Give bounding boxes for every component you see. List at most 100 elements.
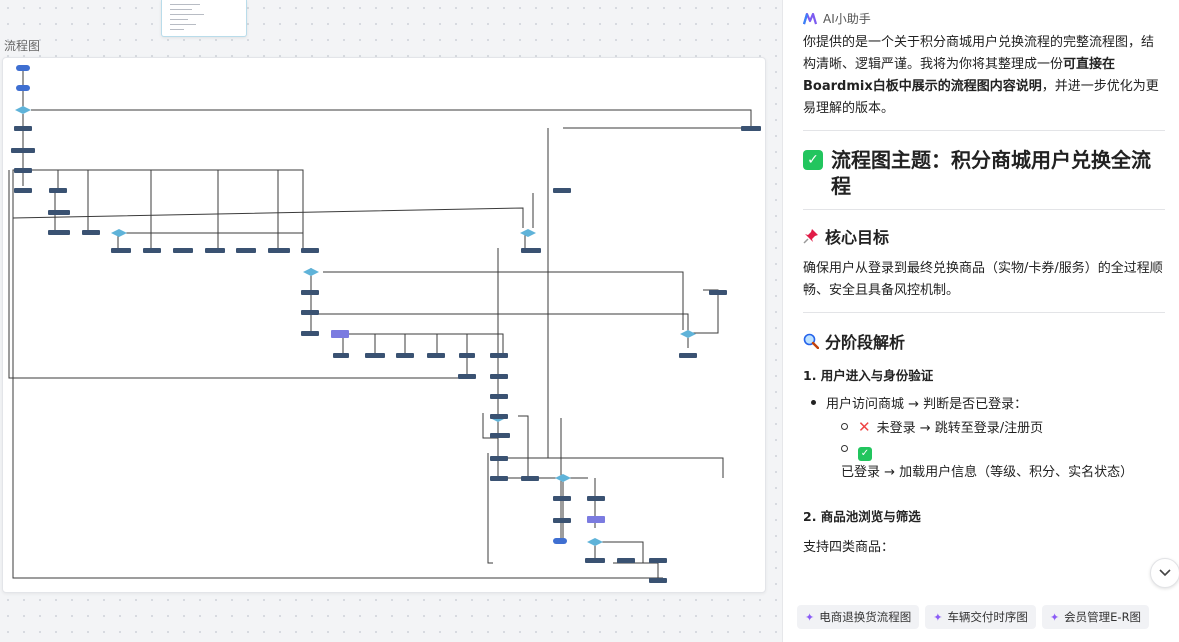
check-icon: ✓ [858, 447, 872, 461]
chip-label: 电商退换货流程图 [819, 610, 912, 624]
flow-node[interactable] [14, 126, 32, 131]
sparkle-icon: ✦ [805, 610, 815, 624]
flow-node[interactable] [14, 168, 32, 173]
flow-node[interactable] [490, 433, 510, 438]
boardmix-logo-icon [803, 12, 817, 24]
flow-decision[interactable] [15, 106, 31, 114]
flow-node[interactable] [427, 353, 445, 358]
flow-decision[interactable] [555, 474, 571, 482]
flow-node[interactable] [331, 330, 349, 338]
flow-node[interactable] [48, 210, 70, 215]
stage2-title: 2. 商品池浏览与筛选 [803, 509, 921, 524]
flow-connector [518, 415, 529, 478]
flow-node[interactable] [11, 148, 35, 153]
flow-node[interactable] [585, 558, 605, 563]
flow-decision[interactable] [520, 229, 536, 237]
flow-node[interactable] [365, 353, 385, 358]
flow-node[interactable] [301, 290, 319, 295]
suggestion-chips: ✦ 电商退换货流程图 ✦车辆交付时序图 ✦ 会员管理E-R图 [797, 605, 1150, 629]
flow-node[interactable] [458, 374, 476, 379]
flow-node[interactable] [649, 578, 667, 583]
flow-node[interactable] [301, 331, 319, 336]
flow-node[interactable] [490, 476, 508, 481]
flow-node[interactable] [268, 248, 290, 253]
list-item-text: 已登录 → 加载用户信息（等级、积分、实名状态） [841, 465, 1134, 480]
flow-node[interactable] [16, 65, 30, 71]
divider [803, 312, 1165, 313]
stage1-title: 1. 用户进入与身份验证 [803, 368, 934, 383]
flow-decision[interactable] [680, 330, 696, 338]
flowchart-diagram[interactable] [3, 58, 765, 592]
flow-node[interactable] [553, 496, 571, 501]
flow-connector [23, 169, 304, 248]
flow-node[interactable] [490, 456, 508, 461]
flow-node[interactable] [709, 290, 727, 295]
flow-node[interactable] [236, 248, 256, 253]
minimap-thumbnail[interactable] [161, 0, 247, 37]
flow-node[interactable] [14, 188, 32, 193]
flow-node[interactable] [48, 230, 70, 235]
theme-heading: ✓ 流程图主题：积分商城用户兑换全流程 [803, 147, 1165, 199]
flow-decision[interactable] [303, 268, 319, 276]
flow-node[interactable] [143, 248, 161, 253]
flow-node[interactable] [111, 248, 131, 253]
flowchart-frame[interactable] [2, 57, 766, 593]
flow-node[interactable] [396, 353, 414, 358]
flow-node[interactable] [553, 188, 571, 193]
frame-title: 流程图 [4, 39, 41, 53]
flow-node[interactable] [553, 538, 567, 544]
list-item-text: 未登录 → 跳转至登录/注册页 [876, 421, 1044, 436]
flow-node[interactable] [617, 558, 635, 563]
goal-heading: 核心目标 [803, 224, 1165, 248]
flow-node[interactable] [741, 126, 761, 131]
flow-connector [343, 333, 504, 358]
whiteboard-canvas[interactable]: 流程图 [0, 0, 782, 642]
flow-node[interactable] [521, 248, 541, 253]
flow-decision[interactable] [111, 229, 127, 237]
intro-bold: 可直接在Boardmix白板中展示的流程图内容说明 [803, 57, 1116, 94]
assistant-name: AI小助手 [823, 12, 871, 26]
flow-node[interactable] [490, 394, 508, 399]
ai-assistant-panel: AI小助手 你提供的是一个关于积分商城用户兑换流程的完整流程图，结构清晰、逻辑严… [782, 0, 1179, 642]
sparkle-icon: ✦ [1049, 610, 1060, 624]
flow-node[interactable] [521, 476, 539, 481]
flow-node[interactable] [333, 353, 349, 358]
flow-decision[interactable] [587, 538, 603, 546]
flow-node[interactable] [490, 374, 508, 379]
suggestion-chip[interactable]: ✦车辆交付时序图 [925, 605, 1036, 629]
cross-icon: ✕ [858, 418, 871, 436]
suggestion-chip[interactable]: ✦ 会员管理E-R图 [1041, 605, 1150, 629]
flow-node[interactable] [679, 353, 697, 358]
flow-node[interactable] [649, 558, 667, 563]
flow-node[interactable] [205, 248, 225, 253]
list-item: ✕ 未登录 → 跳转至登录/注册页 [811, 416, 1165, 440]
scroll-down-button[interactable] [1150, 558, 1179, 588]
sparkle-icon: ✦ [933, 610, 943, 624]
list-item: 用户访问商城 → 判断是否已登录： [811, 394, 1165, 416]
flow-node[interactable] [459, 353, 475, 358]
goal-text: 确保用户从登录到最终兑换商品（实物/卡券/服务）的全过程顺畅、安全且具备风控机制… [803, 261, 1163, 298]
theme-title: 流程图主题：积分商城用户兑换全流程 [831, 148, 1151, 198]
flow-node[interactable] [553, 518, 571, 523]
suggestion-chip[interactable]: ✦ 电商退换货流程图 [797, 605, 920, 629]
intro-paragraph: 你提供的是一个关于积分商城用户兑换流程的完整流程图，结构清晰、逻辑严谨。我将为你… [803, 32, 1165, 120]
flow-node[interactable] [301, 310, 319, 315]
flow-connector [503, 128, 549, 459]
flow-node[interactable] [490, 414, 508, 419]
flow-connector [498, 457, 724, 478]
flow-node[interactable] [301, 248, 319, 253]
flow-node[interactable] [587, 496, 605, 501]
chevron-down-icon [1159, 569, 1171, 577]
flow-connector [595, 541, 644, 563]
flow-node[interactable] [16, 85, 30, 91]
assistant-message: 你提供的是一个关于积分商城用户兑换流程的完整流程图，结构清晰、逻辑严谨。我将为你… [803, 32, 1165, 559]
chip-label: 会员管理E-R图 [1064, 610, 1142, 624]
intro-text-2: ，并进一步优化为更易理解的版本。 [803, 79, 1159, 116]
flow-node[interactable] [49, 188, 67, 193]
flow-connector [487, 453, 493, 564]
flow-node[interactable] [173, 248, 193, 253]
stage-heading: 分阶段解析 [803, 329, 1165, 353]
flow-node[interactable] [587, 516, 605, 523]
flow-node[interactable] [82, 230, 100, 235]
flow-node[interactable] [490, 353, 508, 358]
